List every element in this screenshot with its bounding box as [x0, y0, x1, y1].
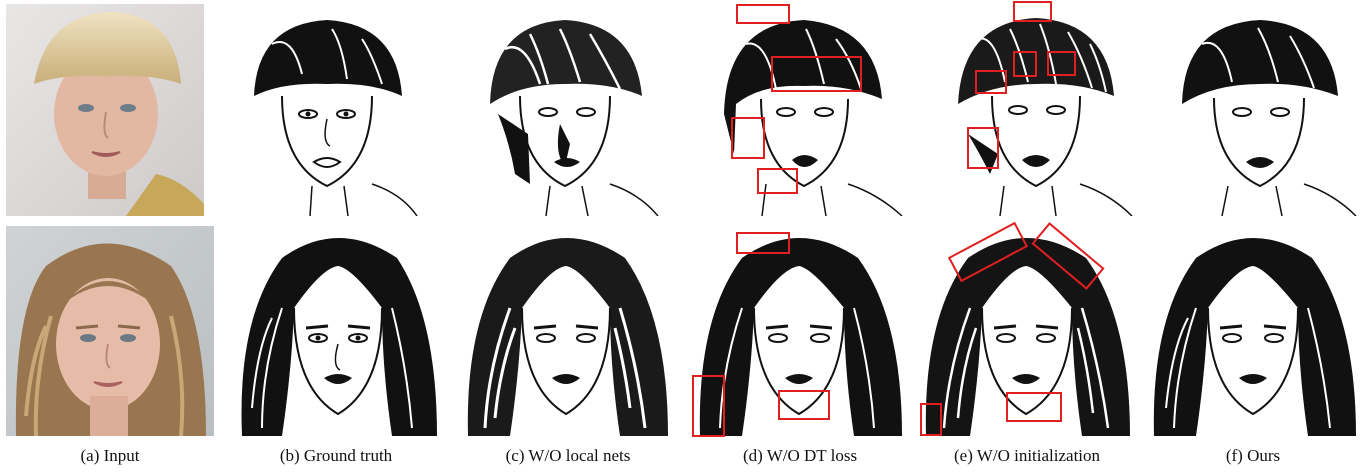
ours-sketch-row2 — [1146, 228, 1360, 436]
input-photo-row1 — [6, 4, 204, 216]
ours-sketch-row1 — [1162, 4, 1358, 216]
input-photo-row2 — [6, 226, 214, 436]
highlight-box — [771, 56, 862, 92]
wo-dt-loss-sketch-row1 — [706, 4, 904, 216]
ground-truth-sketch-row2 — [232, 228, 444, 436]
highlight-box — [692, 375, 725, 437]
highlight-box — [736, 4, 790, 24]
highlight-box — [731, 117, 765, 159]
highlight-box — [1013, 51, 1037, 77]
wo-initialization-sketch-row2 — [918, 228, 1134, 436]
wo-local-nets-sketch-row1 — [470, 4, 662, 216]
highlight-box — [736, 232, 790, 254]
highlight-box — [920, 403, 942, 436]
caption-input: (a) Input — [80, 446, 140, 465]
highlight-box — [778, 390, 830, 420]
highlight-box — [967, 127, 999, 169]
highlight-box — [757, 168, 798, 194]
highlight-box — [1006, 392, 1062, 422]
ground-truth-sketch-row1 — [232, 4, 420, 216]
highlight-box — [1047, 51, 1076, 76]
wo-local-nets-sketch-row2 — [460, 228, 672, 436]
caption-wo-local-nets: (c) W/O local nets — [505, 446, 631, 465]
caption-wo-dt-loss: (d) W/O DT loss — [742, 446, 858, 465]
caption-wo-initialization: (e) W/O initialization — [953, 446, 1101, 465]
caption-ours: (f) Ours — [1225, 446, 1281, 465]
highlight-box — [975, 70, 1007, 94]
caption-ground-truth: (b) Ground truth — [279, 446, 393, 465]
wo-dt-loss-sketch-row2 — [692, 228, 906, 436]
highlight-box — [1013, 1, 1052, 22]
wo-initialization-sketch-row1 — [940, 4, 1134, 216]
